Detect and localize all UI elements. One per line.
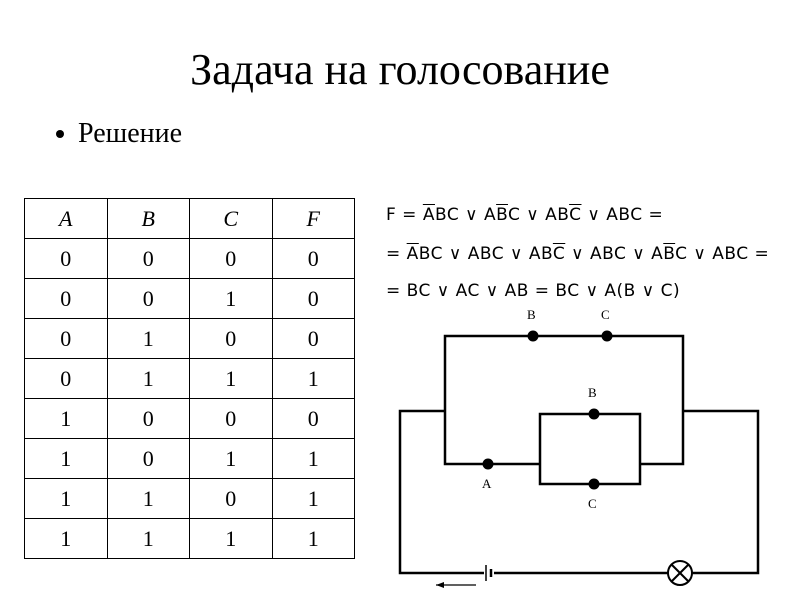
header-cell-a: A bbox=[24, 198, 108, 239]
truth-table-cell: 1 bbox=[189, 438, 273, 479]
truth-table-cell: 0 bbox=[189, 398, 273, 439]
truth-table-cell: 1 bbox=[271, 478, 355, 519]
truth-table-cell: 0 bbox=[189, 238, 273, 279]
truth-table-cell: 1 bbox=[271, 518, 355, 559]
truth-table-cell: 0 bbox=[106, 438, 190, 479]
label-top-b: B bbox=[527, 307, 536, 322]
formula-negated-term: A bbox=[422, 205, 435, 225]
formula-negated-term: A bbox=[406, 244, 419, 264]
header-cell-f: F bbox=[271, 198, 355, 239]
lamp-icon bbox=[658, 560, 702, 586]
truth-table-cell: 0 bbox=[106, 398, 190, 439]
truth-table-cell: 0 bbox=[189, 318, 273, 359]
formula-segment: C ∨ AB bbox=[507, 205, 570, 225]
truth-table-cell: 0 bbox=[189, 478, 273, 519]
truth-table-cell: 0 bbox=[24, 278, 108, 319]
truth-table-cell: 0 bbox=[271, 398, 355, 439]
bullet-item: Решение bbox=[56, 116, 182, 152]
contact-a bbox=[482, 458, 494, 470]
formula-segment: BC ∨ ABC ∨ AB bbox=[418, 244, 553, 264]
formula-segment: C ∨ ABC = bbox=[675, 244, 770, 264]
truth-table-cell: 1 bbox=[271, 438, 355, 479]
contact-bottom-c bbox=[588, 478, 600, 490]
truth-table-cell: 1 bbox=[189, 518, 273, 559]
truth-table-cell: 0 bbox=[271, 238, 355, 279]
battery-icon bbox=[484, 564, 494, 582]
bullet-label: Решение bbox=[78, 118, 183, 149]
formula-line-1: F = ABC ∨ ABC ∨ ABC ∨ ABC = bbox=[386, 204, 663, 226]
header-cell-c: C bbox=[189, 198, 273, 239]
circuit-wires bbox=[398, 334, 760, 575]
truth-table-cell: 1 bbox=[106, 478, 190, 519]
label-bottom-c: C bbox=[588, 496, 597, 511]
contact-top-c bbox=[601, 330, 613, 342]
truth-table-cell: 0 bbox=[106, 238, 190, 279]
truth-table-cell: 1 bbox=[106, 358, 190, 399]
slide-title: Задача на голосование bbox=[190, 45, 610, 94]
arrow-left-icon bbox=[436, 582, 476, 588]
formula-negated-term: C bbox=[552, 244, 566, 264]
contact-top-b bbox=[527, 330, 539, 342]
formula-segment: ∨ ABC ∨ A bbox=[565, 244, 664, 264]
truth-table-cell: 0 bbox=[106, 278, 190, 319]
circuit-diagram: B C B C A bbox=[398, 307, 760, 588]
formula-segment: F = bbox=[386, 205, 423, 225]
truth-table-cell: 1 bbox=[106, 318, 190, 359]
label-a: A bbox=[482, 476, 492, 491]
formula-line-2: = ABC ∨ ABC ∨ ABC ∨ ABC ∨ ABC ∨ ABC = bbox=[386, 243, 769, 265]
formula-line-3: = BC ∨ AC ∨ AB = BC ∨ A(B ∨ C) bbox=[386, 280, 680, 302]
truth-table-header-row: A B C F bbox=[24, 198, 355, 239]
formula-segment: ∨ ABC = bbox=[581, 205, 664, 225]
truth-table-cell: 1 bbox=[24, 438, 108, 479]
formula-negated-term: B bbox=[496, 205, 508, 225]
truth-table-cell: 1 bbox=[189, 278, 273, 319]
truth-table-cell: 1 bbox=[271, 358, 355, 399]
bullet-icon bbox=[56, 130, 64, 138]
truth-table-cell: 1 bbox=[24, 478, 108, 519]
label-mid-b: B bbox=[588, 385, 597, 400]
truth-table-cell: 1 bbox=[106, 518, 190, 559]
truth-table-cell: 0 bbox=[271, 278, 355, 319]
truth-table-cell: 1 bbox=[24, 398, 108, 439]
truth-table-cell: 0 bbox=[24, 238, 108, 279]
formula-negated-term: B bbox=[663, 244, 676, 264]
contact-mid-b bbox=[588, 408, 600, 420]
formula-segment: = BC ∨ AC ∨ AB = BC ∨ A(B ∨ C) bbox=[386, 281, 681, 301]
truth-table-cell: 0 bbox=[24, 358, 108, 399]
truth-table-cell: 0 bbox=[271, 318, 355, 359]
formula-negated-term: C bbox=[569, 205, 582, 225]
header-cell-b: B bbox=[106, 198, 190, 239]
truth-table-cell: 1 bbox=[189, 358, 273, 399]
truth-table-cell: 0 bbox=[24, 318, 108, 359]
formula-segment: = bbox=[386, 244, 407, 264]
label-top-c: C bbox=[601, 307, 610, 322]
formula-segment: BC ∨ A bbox=[434, 205, 497, 225]
truth-table-cell: 1 bbox=[24, 518, 108, 559]
